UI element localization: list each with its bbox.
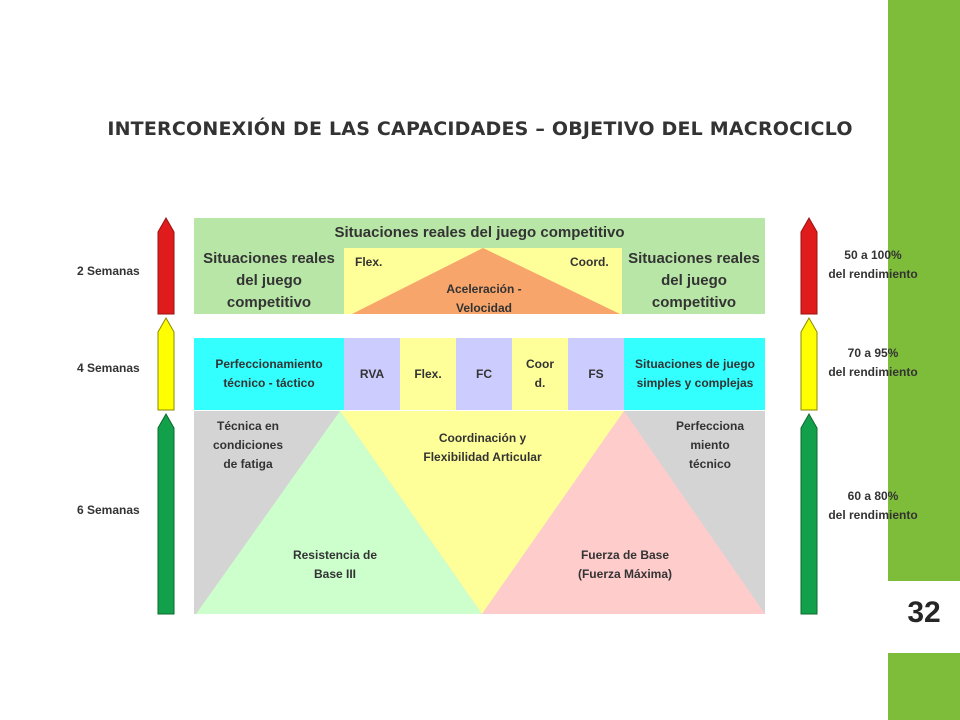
weeks-label-top: 2 Semanas [77, 264, 140, 278]
top-block-left-text: Situaciones reales del juego competitivo [203, 250, 335, 311]
top-block-header: Situaciones reales del juego competitivo [334, 224, 625, 241]
mid-coord-box [512, 338, 568, 410]
left-arrow-green [157, 412, 175, 615]
right-triangle [482, 411, 765, 614]
mid-left-text: Perfeccionamiento técnico - táctico [215, 357, 323, 390]
weeks-label-bottom: 6 Semanas [77, 503, 140, 517]
page-number-box [888, 581, 960, 653]
performance-top: 50 a 100%del rendimiento [828, 248, 918, 281]
left-arrow-yellow [157, 316, 175, 411]
weeks-label-mid: 4 Semanas [77, 361, 140, 375]
top-block-right-text: Situaciones reales del juego competitivo [628, 250, 760, 311]
mid-right-text: Situaciones de juego simples y complejas [634, 357, 756, 390]
acceleration-label: Aceleración -Velocidad [446, 282, 522, 315]
mid-flex-text: Flex. [414, 366, 442, 381]
performance-mid: 70 a 95%del rendimiento [828, 346, 918, 379]
left-arrow-red [157, 216, 175, 315]
right-arrow-red [800, 216, 818, 315]
mid-fs-box [568, 338, 624, 410]
acceleration-triangle [352, 248, 620, 314]
mid-rva-box [344, 338, 400, 410]
right-arrow-yellow [800, 316, 818, 411]
top-coord-label: Coord. [570, 255, 609, 269]
mid-left-box [194, 338, 344, 410]
mid-fc-text: FC [476, 366, 492, 381]
top-flex-label: Flex. [355, 255, 383, 269]
left-triangle [196, 411, 482, 614]
mid-right-box [624, 338, 765, 410]
performance-bottom: 60 a 80%del rendimiento [828, 489, 918, 522]
mid-fs-text: FS [588, 366, 604, 381]
right-triangle-text: Fuerza de Base(Fuerza Máxima) [577, 548, 673, 581]
slide-title: INTERCONEXIÓN DE LAS CAPACIDADES – OBJET… [107, 118, 853, 140]
center-inverted-triangle [340, 411, 624, 614]
mid-fc-box [456, 338, 512, 410]
mid-flex-box [400, 338, 456, 410]
right-arrow-green [800, 412, 818, 615]
mid-rva-text: RVA [359, 366, 385, 381]
page-number: 32 [907, 596, 941, 629]
